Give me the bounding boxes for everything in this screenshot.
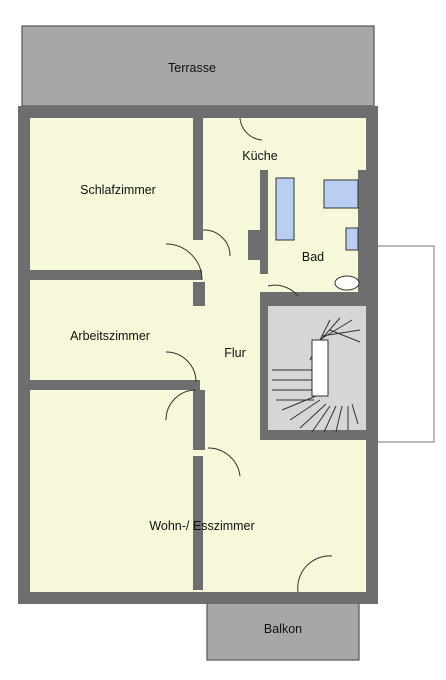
door-swings bbox=[165, 117, 333, 593]
bathroom-label: Bad bbox=[302, 250, 324, 264]
balcony-area bbox=[206, 599, 360, 661]
study-label: Arbeitszimmer bbox=[70, 329, 150, 343]
kitchen-label: Küche bbox=[242, 149, 277, 163]
bathroom-cabinet bbox=[275, 177, 295, 241]
terrace-label: Terrasse bbox=[168, 61, 216, 75]
bedroom-label: Schlafzimmer bbox=[80, 183, 156, 197]
stair-steps bbox=[272, 317, 361, 433]
exterior-rail bbox=[375, 245, 435, 443]
balcony-label: Balkon bbox=[264, 622, 302, 636]
kitchen-counter bbox=[323, 179, 359, 209]
living-dining-label: Wohn-/ Esszimmer bbox=[149, 519, 254, 533]
terrace-area bbox=[21, 25, 375, 107]
hallway-label: Flur bbox=[224, 346, 246, 360]
interior-walls bbox=[30, 118, 366, 590]
toilet bbox=[334, 275, 360, 291]
bathroom-sink bbox=[345, 227, 359, 251]
